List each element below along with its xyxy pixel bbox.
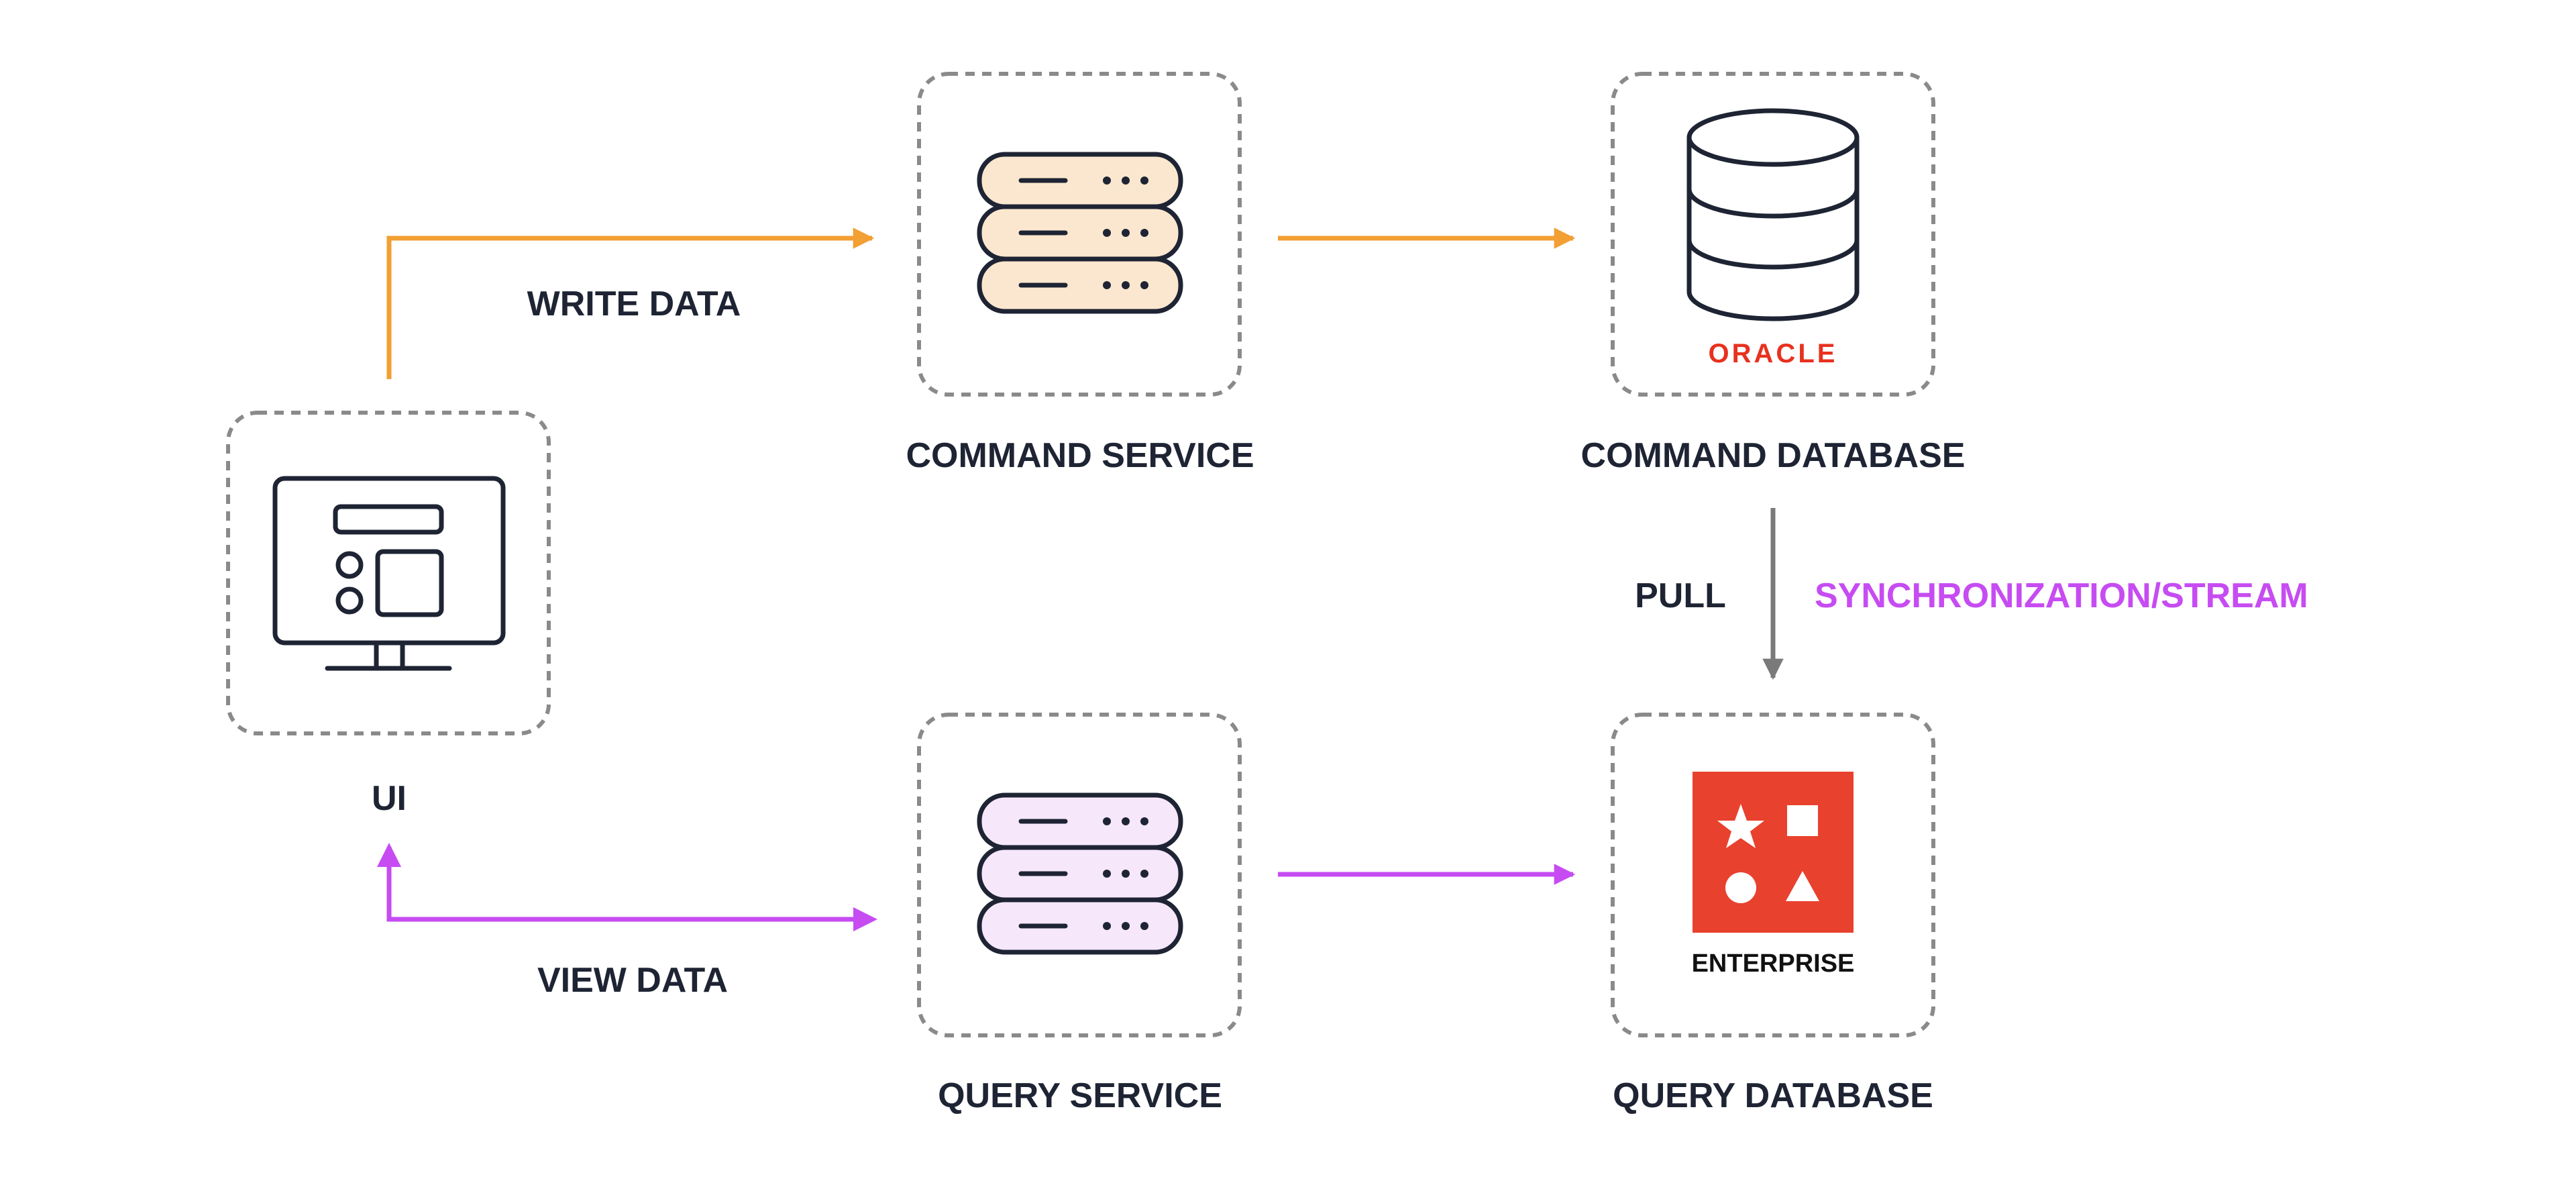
write-data-arrow bbox=[386, 227, 875, 379]
node-ui: UI bbox=[226, 411, 551, 818]
node-command-database: ORACLE COMMAND DATABASE bbox=[1581, 72, 1966, 475]
command-service-label: COMMAND SERVICE bbox=[906, 436, 1254, 475]
node-command-service: COMMAND SERVICE bbox=[906, 72, 1254, 475]
edge-view-data: VIEW DATA bbox=[377, 843, 877, 1000]
view-data-arrowhead-right bbox=[853, 907, 877, 931]
edge-write-data: WRITE DATA bbox=[386, 227, 875, 379]
oracle-logo: ORACLE bbox=[1709, 339, 1838, 368]
view-data-line bbox=[386, 847, 872, 922]
edge-pull: PULL SYNCHRONIZATION/STREAM bbox=[1635, 508, 2308, 680]
node-query-database: ENTERPRISE QUERY DATABASE bbox=[1611, 713, 1935, 1115]
server-stack-icon bbox=[977, 152, 1183, 314]
write-data-label: WRITE DATA bbox=[527, 285, 741, 323]
command-database-node-box bbox=[1611, 72, 1935, 397]
monitor-icon bbox=[272, 476, 506, 671]
enterprise-shapes-icon bbox=[1693, 772, 1854, 933]
ui-node-box bbox=[226, 411, 551, 735]
pull-label: PULL bbox=[1635, 576, 1726, 615]
query-database-label: QUERY DATABASE bbox=[1613, 1076, 1933, 1115]
view-data-label: VIEW DATA bbox=[537, 961, 728, 1000]
node-query-service: QUERY SERVICE bbox=[917, 713, 1242, 1115]
database-cylinder-icon bbox=[1686, 108, 1860, 321]
view-data-arrowhead-up bbox=[377, 843, 401, 867]
synchronization-stream-label: SYNCHRONIZATION/STREAM bbox=[1815, 576, 2308, 615]
command-database-label: COMMAND DATABASE bbox=[1581, 436, 1966, 475]
query-service-label: QUERY SERVICE bbox=[938, 1076, 1222, 1115]
enterprise-logo-label: ENTERPRISE bbox=[1692, 949, 1855, 978]
ui-label: UI bbox=[372, 779, 407, 818]
server-stack-icon bbox=[977, 792, 1183, 955]
